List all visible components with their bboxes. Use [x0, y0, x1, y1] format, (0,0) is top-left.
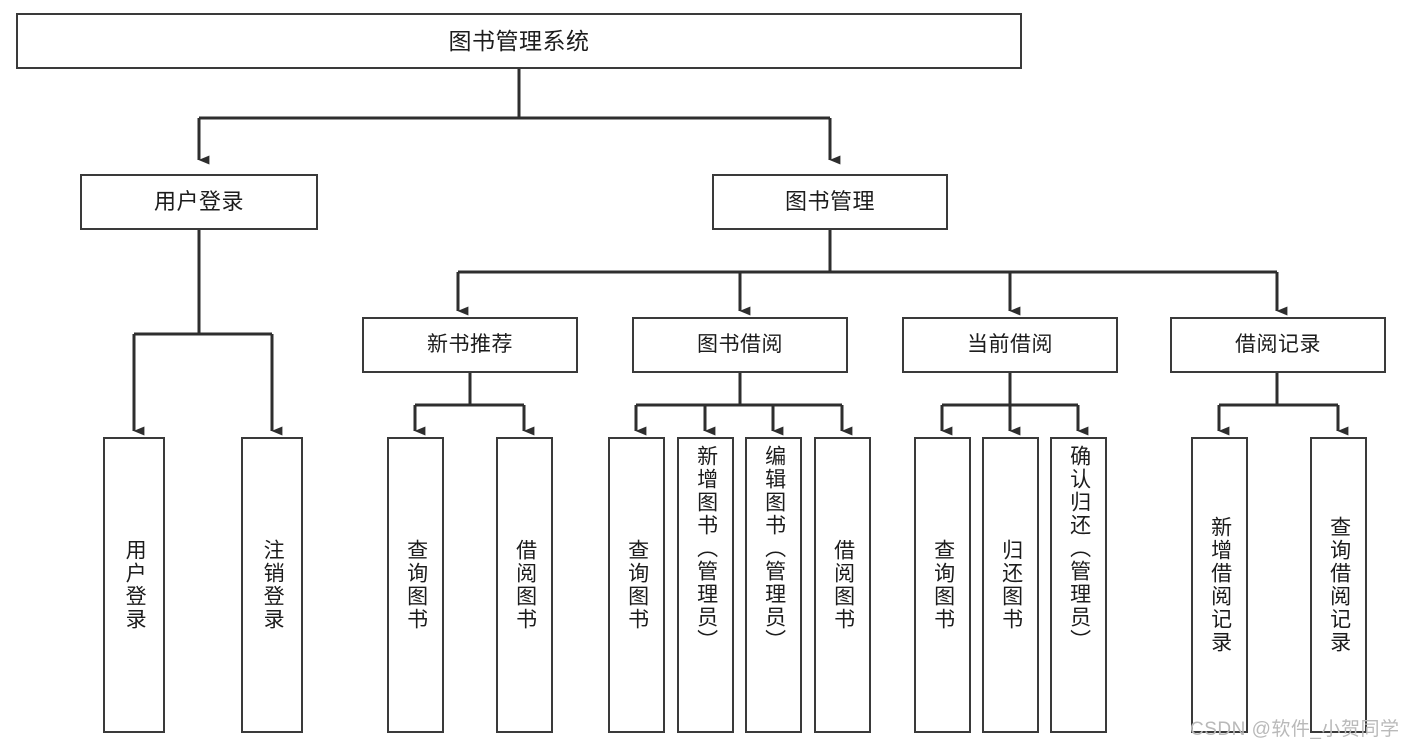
node-book-borrow[interactable]: 图书借阅	[632, 317, 848, 373]
leaf-query-book-current[interactable]: 查询图书	[914, 437, 971, 733]
node-label: 新书推荐	[427, 333, 513, 357]
leaf-edit-book-admin[interactable]: 编辑图书（管理员）	[745, 437, 802, 733]
node-label: 查询图书	[625, 539, 649, 631]
node-book-management[interactable]: 图书管理	[712, 174, 948, 230]
node-label: 借阅图书	[831, 539, 855, 631]
leaf-return-book[interactable]: 归还图书	[982, 437, 1039, 733]
node-root-system[interactable]: 图书管理系统	[16, 13, 1022, 69]
node-label: 新增借阅记录	[1208, 516, 1232, 654]
node-label: 用户登录	[123, 539, 147, 631]
leaf-query-book-borrow[interactable]: 查询图书	[608, 437, 665, 733]
node-new-book-recommend[interactable]: 新书推荐	[362, 317, 578, 373]
leaf-borrow-book[interactable]: 借阅图书	[814, 437, 871, 733]
node-label: 编辑图书（管理员）	[762, 445, 786, 652]
node-label: 借阅记录	[1235, 333, 1321, 357]
leaf-add-borrow-record[interactable]: 新增借阅记录	[1191, 437, 1248, 733]
leaf-query-borrow-record[interactable]: 查询借阅记录	[1310, 437, 1367, 733]
node-label: 新增图书（管理员）	[694, 445, 718, 652]
node-label: 用户登录	[153, 188, 244, 214]
leaf-query-book-recommend[interactable]: 查询图书	[387, 437, 444, 733]
node-label: 图书管理	[784, 188, 875, 214]
node-label: 查询图书	[931, 539, 955, 631]
node-label: 当前借阅	[967, 333, 1053, 357]
node-label: 确认归还（管理员）	[1067, 445, 1091, 652]
node-label: 图书管理系统	[448, 27, 590, 54]
node-label: 图书借阅	[697, 333, 783, 357]
leaf-borrow-book-recommend[interactable]: 借阅图书	[496, 437, 553, 733]
node-current-borrow[interactable]: 当前借阅	[902, 317, 1118, 373]
node-label: 查询图书	[404, 539, 428, 631]
node-user-login[interactable]: 用户登录	[80, 174, 318, 230]
node-label: 归还图书	[999, 539, 1023, 631]
node-borrow-record[interactable]: 借阅记录	[1170, 317, 1386, 373]
watermark-text: CSDN @软件_小贺同学	[1190, 719, 1400, 740]
leaf-logout[interactable]: 注销登录	[241, 437, 303, 733]
leaf-add-book-admin[interactable]: 新增图书（管理员）	[677, 437, 734, 733]
leaf-user-login[interactable]: 用户登录	[103, 437, 165, 733]
leaf-confirm-return-admin[interactable]: 确认归还（管理员）	[1050, 437, 1107, 733]
node-label: 借阅图书	[513, 539, 537, 631]
node-label: 查询借阅记录	[1327, 516, 1351, 654]
node-label: 注销登录	[261, 539, 285, 631]
